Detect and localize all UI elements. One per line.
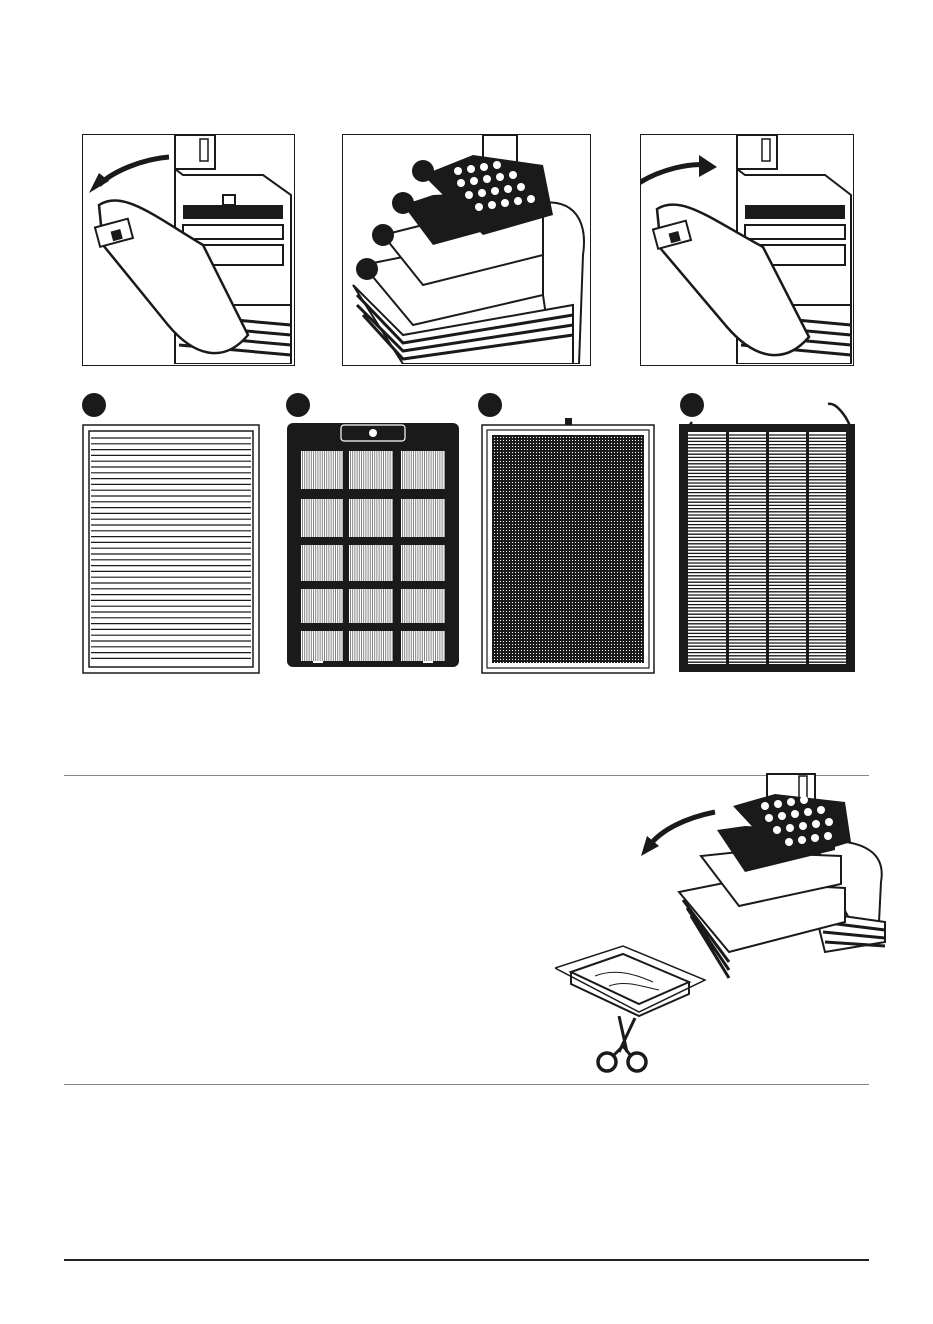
grid-filter-icon [287, 423, 459, 667]
unpack-illustration [555, 772, 887, 1074]
filter-marker-2 [286, 393, 310, 417]
section-divider-bottom [64, 1259, 869, 1261]
carbon-filter-icon [481, 418, 655, 674]
section-divider-middle [64, 1084, 869, 1085]
filter-marker-1 [82, 393, 106, 417]
filter-layers-icon [343, 135, 589, 364]
filter-marker-3 [478, 393, 502, 417]
hepa-filter-icon [678, 402, 856, 674]
arrow-open-icon [83, 135, 293, 364]
step-panel-close-cover [640, 134, 854, 366]
pre-filter-icon [82, 424, 260, 674]
step-panel-filter-stack [342, 134, 591, 366]
arrow-close-icon [641, 135, 852, 364]
scissors-icon [593, 1016, 653, 1074]
step-panel-open-cover [82, 134, 295, 366]
